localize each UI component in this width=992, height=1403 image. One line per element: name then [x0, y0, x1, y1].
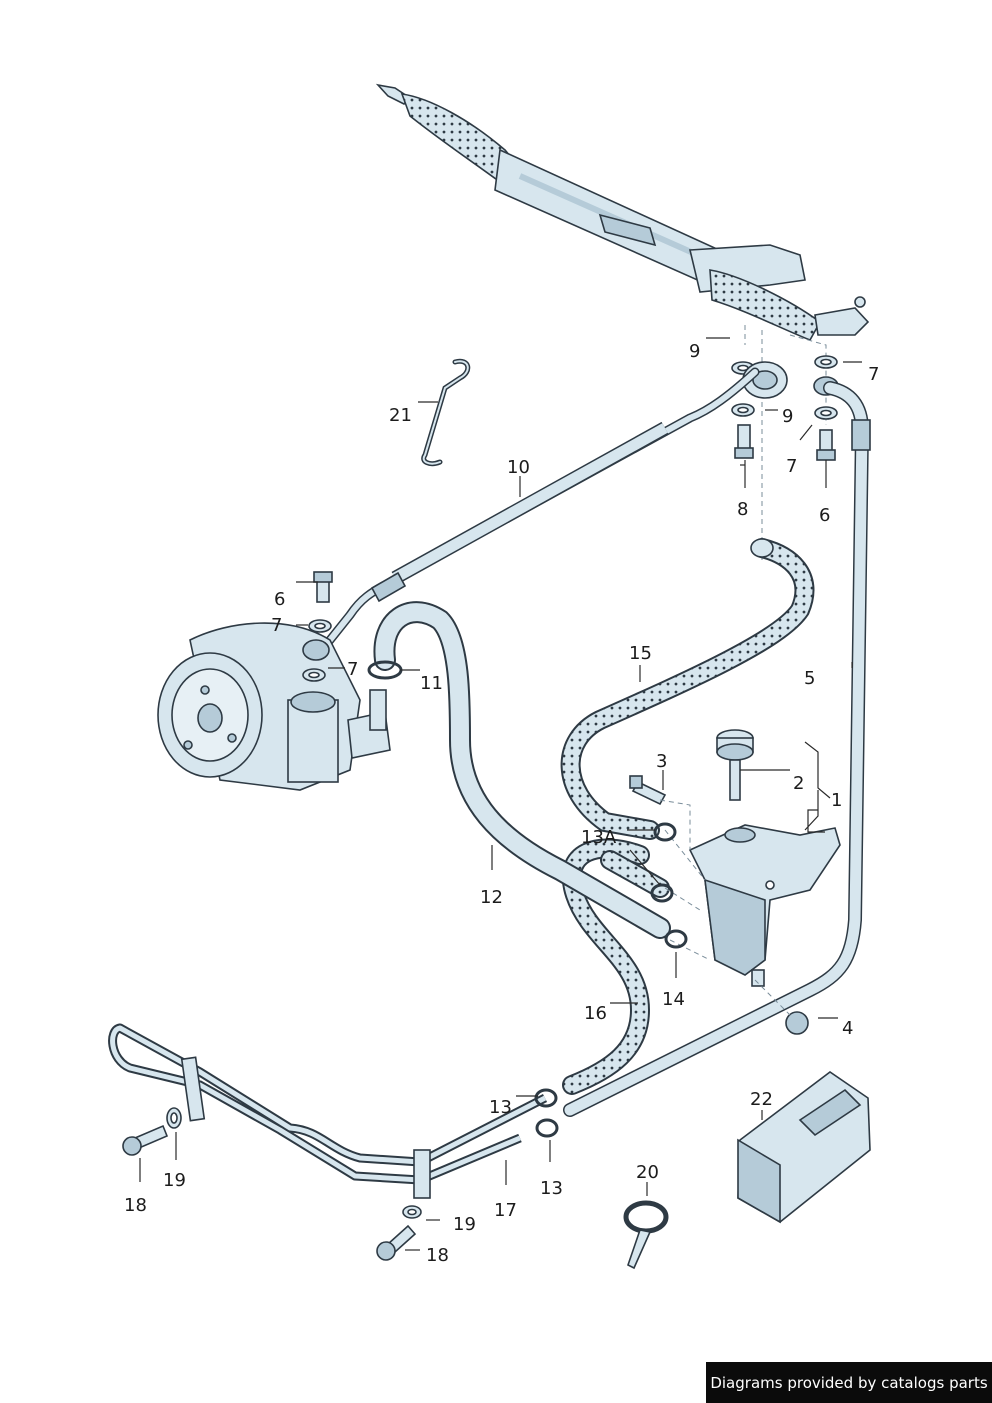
label-13-upper: 13	[489, 1097, 512, 1118]
label-7-left-upper: 7	[271, 615, 282, 636]
power-steering-pump	[157, 622, 391, 791]
hose-clamp-13A-upper	[653, 822, 677, 842]
label-12: 12	[480, 887, 503, 908]
label-6-right: 6	[819, 505, 830, 526]
label-20: 20	[636, 1162, 659, 1183]
banjo-bolt-6-left	[313, 571, 333, 603]
hose-15	[560, 538, 815, 840]
label-5: 5	[804, 668, 815, 689]
washer-7-right-lower	[814, 406, 838, 420]
washer-7-left-upper	[308, 619, 332, 633]
label-9-lower: 9	[782, 406, 793, 427]
label-7-right-upper: 7	[868, 364, 879, 385]
hose-16	[561, 838, 651, 1095]
hose-clamp-13A-lower	[650, 883, 674, 903]
union-fitting-left	[302, 639, 330, 661]
pressure-line-10	[317, 367, 760, 655]
washer-7-left-lower	[302, 668, 326, 682]
hose-clamp-13-lower	[535, 1118, 559, 1138]
label-9-upper: 9	[689, 341, 700, 362]
reservoir-1	[688, 824, 841, 987]
label-18-left: 18	[124, 1195, 147, 1216]
hose-short-13A	[600, 850, 670, 898]
steering-rack	[375, 83, 870, 342]
label-1: 1	[831, 790, 842, 811]
banjo-bolt-8	[734, 424, 754, 459]
label-19-left: 19	[163, 1170, 186, 1191]
label-13-lower: 13	[540, 1178, 563, 1199]
attribution-footer: Diagrams provided by catalogs parts	[706, 1362, 992, 1403]
bolt-3	[629, 775, 667, 806]
label-19-right: 19	[453, 1214, 476, 1235]
bracket-21	[421, 358, 471, 467]
label-10: 10	[507, 457, 530, 478]
label-2: 2	[793, 773, 804, 794]
washer-7-right-upper	[814, 355, 838, 369]
label-6-left: 6	[274, 589, 285, 610]
label-16: 16	[584, 1003, 607, 1024]
label-21: 21	[389, 405, 412, 426]
bolt-18-left	[122, 1124, 169, 1156]
label-17: 17	[494, 1200, 517, 1221]
cooler-line-17	[108, 1023, 548, 1199]
clamp-20	[623, 1200, 669, 1270]
washer-19-right	[402, 1205, 422, 1219]
label-8: 8	[737, 499, 748, 520]
label-14: 14	[662, 989, 685, 1010]
label-22: 22	[750, 1089, 773, 1110]
label-7-left-lower: 7	[347, 659, 358, 680]
bolt-18-right	[376, 1224, 417, 1261]
label-13A: 13A	[581, 827, 617, 848]
label-7-right-lower: 7	[786, 456, 797, 477]
return-line-5	[563, 381, 871, 1117]
washer-19-left	[166, 1107, 182, 1129]
reservoir-cap-2	[716, 729, 754, 801]
hose-12	[373, 601, 671, 939]
label-18-right: 18	[426, 1245, 449, 1266]
cap-4	[785, 1011, 809, 1035]
label-15: 15	[629, 643, 652, 664]
label-3: 3	[656, 751, 667, 772]
hose-clamp-14	[664, 929, 688, 949]
banjo-bolt-6-right	[816, 429, 836, 461]
label-4: 4	[842, 1018, 853, 1039]
label-11: 11	[420, 673, 443, 694]
part-labels: 1 2 3 4 5 6 6 7 7 7 7 8 9 9 10 11 12 13 …	[124, 341, 879, 1266]
hose-clamp-13-upper	[534, 1088, 558, 1108]
box-22	[737, 1071, 871, 1224]
leader-lines	[139, 337, 862, 1251]
washer-9-lower	[731, 403, 755, 417]
